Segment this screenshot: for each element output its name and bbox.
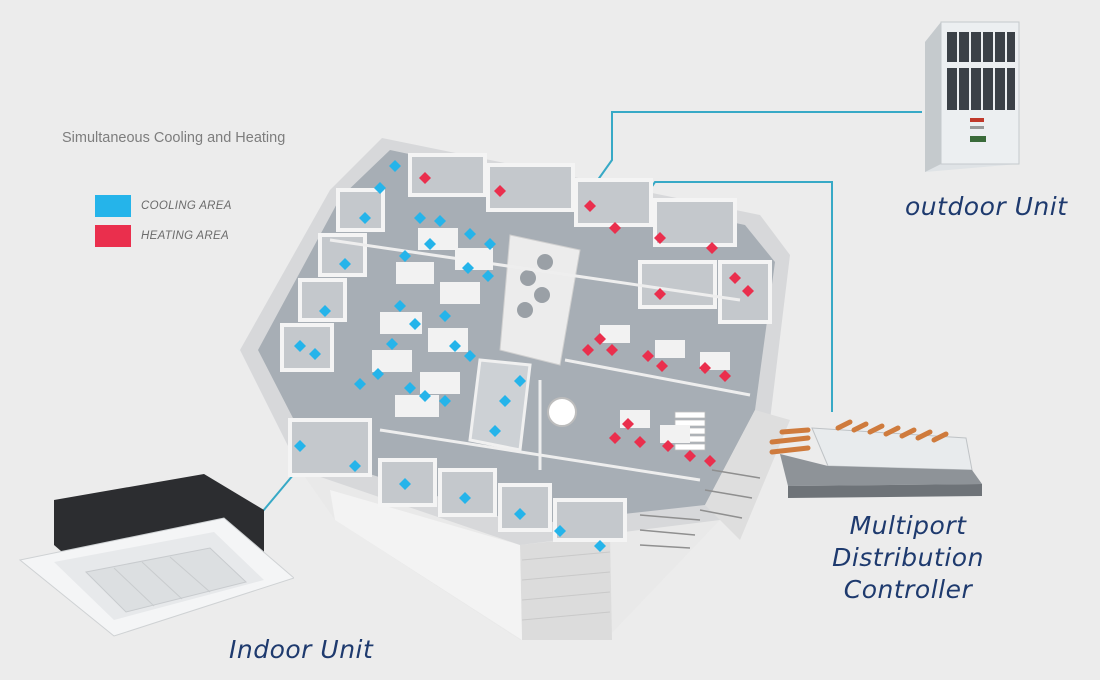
multiport-label-line3: Controller	[843, 575, 973, 604]
diagram-title: Simultaneous Cooling and Heating	[62, 130, 286, 146]
cooling-swatch	[95, 195, 131, 217]
heating-swatch	[95, 225, 131, 247]
multiport-controller-illustration	[769, 419, 982, 498]
multiport-label-line1: Multiport	[849, 511, 967, 540]
outdoor-unit-label: outdoor Unit	[905, 192, 1068, 221]
legend-item-heating: HEATING AREA	[95, 225, 229, 247]
outdoor-unit-illustration	[925, 21, 1020, 172]
cassette-indoor-unit-illustration	[18, 474, 294, 637]
indoor-unit-label: Indoor Unit	[229, 635, 374, 664]
legend-item-cooling: COOLING AREA	[95, 195, 232, 217]
multiport-controller-label: Multiport Distribution Controller	[818, 510, 998, 606]
multiport-label-line2: Distribution	[832, 543, 984, 572]
legend-label-cooling: COOLING AREA	[141, 200, 232, 212]
legend-label-heating: HEATING AREA	[141, 230, 229, 242]
